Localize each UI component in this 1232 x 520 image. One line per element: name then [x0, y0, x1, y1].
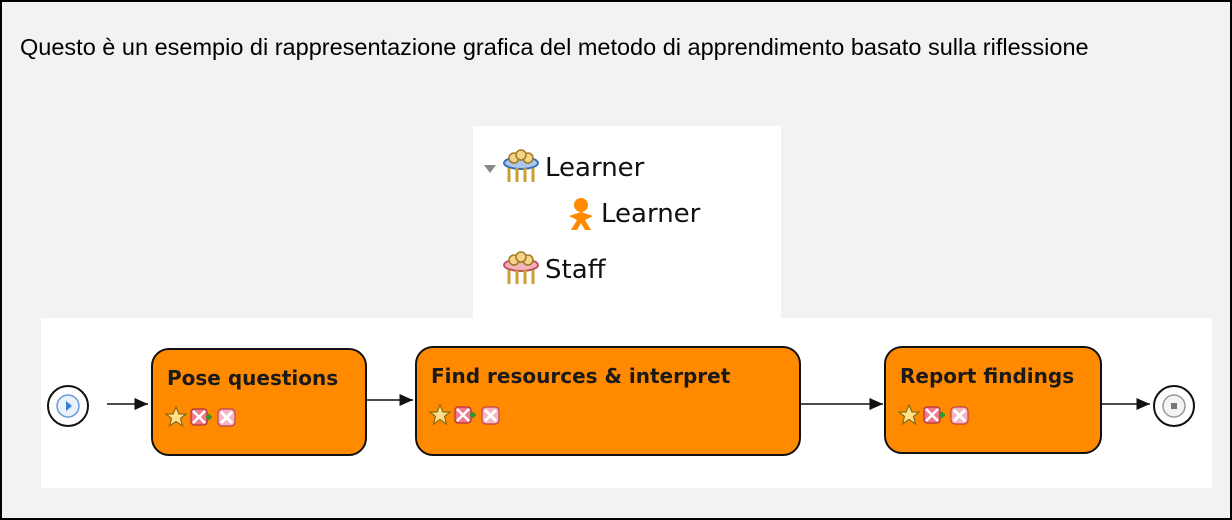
puzzle-remove-icon [481, 406, 500, 425]
play-icon [47, 385, 89, 427]
role-label: Learner [601, 199, 701, 229]
start-node[interactable] [46, 384, 90, 433]
role-group-staff[interactable]: Staff [501, 250, 606, 290]
roles-tree: Learner Learner Staff [473, 126, 781, 318]
star-icon [898, 404, 920, 426]
role-group-pink-icon [503, 251, 539, 284]
role-group-blue-icon [503, 149, 539, 182]
activity-label: Report findings [900, 364, 1075, 388]
activity-find-resources[interactable]: Find resources & interpret [415, 346, 801, 456]
puzzle-remove-icon [950, 406, 969, 425]
role-group-learner[interactable]: Learner [483, 148, 644, 188]
role-group-label: Learner [545, 153, 645, 183]
activity-icons [429, 404, 503, 426]
role-learner[interactable]: Learner [565, 196, 700, 232]
expand-triangle-icon[interactable] [483, 153, 497, 183]
intro-text: Questo è un esempio di rappresentazione … [20, 34, 1089, 60]
flow-connectors [107, 394, 1150, 410]
star-icon [165, 406, 187, 428]
end-node[interactable] [1152, 384, 1196, 433]
activity-icons [165, 406, 239, 428]
activity-label: Pose questions [167, 366, 339, 390]
activity-flow: Pose questions Find resources & interpre… [41, 318, 1212, 488]
role-group-label: Staff [545, 255, 606, 285]
puzzle-add-icon [923, 406, 945, 424]
person-orange-icon [569, 198, 593, 230]
stop-icon [1153, 385, 1195, 427]
star-icon [429, 404, 451, 426]
activity-label: Find resources & interpret [431, 364, 731, 388]
puzzle-add-icon [454, 406, 476, 424]
activity-report-findings[interactable]: Report findings [884, 346, 1102, 454]
activity-pose-questions[interactable]: Pose questions [151, 348, 367, 456]
puzzle-remove-icon [217, 408, 236, 427]
activity-icons [898, 404, 972, 426]
puzzle-add-icon [190, 408, 212, 426]
